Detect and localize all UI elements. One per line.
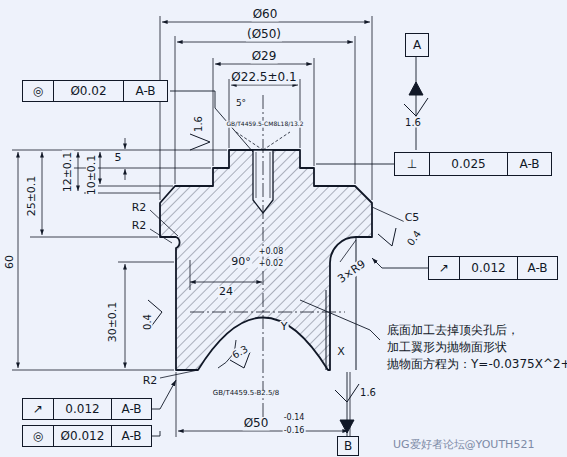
tolerance-symbol: ↗ (429, 257, 459, 279)
dimension-text: 5 (114, 152, 123, 164)
dimension-text: +0.08 (258, 248, 285, 257)
frame-text: A-B (111, 426, 151, 446)
tolerance-frame: ◎Ø0.012A-B (22, 425, 152, 447)
note-text: 底面加工去掉顶尖孔后， (386, 324, 520, 337)
tolerance-frame: ↗0.012A-B (22, 398, 152, 420)
frame-text: A-B (507, 153, 551, 175)
tolerance-frame: ↗0.012A-B (428, 256, 558, 280)
dimension-text: 1.6 (359, 387, 377, 398)
frame-text: B (338, 437, 358, 455)
part-body (160, 150, 372, 370)
dimension-text: 25±0.1 (26, 175, 38, 218)
dimension-text: 30±0.1 (107, 301, 119, 344)
dimension-lines (12, 16, 405, 437)
datum-box: A (405, 33, 429, 57)
dimension-text: Ø50 (243, 417, 270, 430)
dimension-text: R2 (131, 202, 148, 214)
dimension-text: -0.16 (283, 427, 306, 436)
dimension-text: X (336, 346, 346, 358)
watermark: UG爱好者论坛@YOUTH521 (392, 439, 535, 451)
dimension-text: 90° (230, 256, 252, 268)
datum-box: B (337, 436, 359, 456)
standard-reference: GB/T4459.5-B2.5/8 (212, 390, 280, 398)
frame-text: 0.012 (53, 399, 111, 419)
frame-text: A-B (123, 81, 167, 101)
note-text: 抛物面方程为：Y=-0.0375X^2+15 (386, 358, 567, 371)
frame-text: Ø0.02 (53, 81, 123, 101)
dimension-text: 10±0.1 (86, 154, 98, 197)
frame-text: A (406, 34, 428, 56)
frame-text: Ø0.012 (53, 426, 111, 446)
tolerance-symbol: ◎ (23, 81, 53, 101)
tolerance-symbol: ⊥ (395, 153, 429, 175)
frame-text: A-B (517, 257, 557, 279)
dimension-text: (Ø50) (246, 28, 282, 41)
tolerance-frame: ⊥0.025A-B (394, 152, 552, 176)
dimension-text: 1.6 (193, 115, 204, 133)
dimension-text: 60 (4, 254, 16, 270)
dimension-text: Ø22.5±0.1 (230, 71, 297, 84)
note-text: 加工翼形为抛物面形状 (386, 341, 508, 354)
tolerance-symbol: ↗ (23, 399, 53, 419)
standard-reference: GB/T4459.5-CM8L18/13.2 (225, 121, 304, 128)
frame-text: 0.025 (429, 153, 507, 175)
frame-text: A-B (111, 399, 151, 419)
dimension-text: Ø29 (251, 50, 278, 63)
dimension-text: 24 (218, 286, 234, 298)
dimension-text: -0.14 (283, 414, 306, 423)
dimension-text: 5° (235, 99, 247, 109)
frame-text: 0.012 (459, 257, 517, 279)
tolerance-frame: ◎Ø0.02A-B (22, 80, 168, 102)
dimension-text: 0.4 (142, 313, 153, 331)
dimension-text: Y (280, 321, 289, 333)
dimension-text: Ø60 (252, 8, 279, 21)
leader-lines (140, 57, 428, 436)
dimension-text: 12±0.1 (62, 151, 74, 194)
dimension-text: +0.02 (258, 260, 285, 269)
dimension-text: C5 (404, 212, 421, 224)
tolerance-symbol: ◎ (23, 426, 53, 446)
dimension-text: R2 (131, 220, 148, 232)
dimension-text: 0.4 (404, 228, 423, 249)
dimension-text: 1.6 (404, 117, 422, 128)
dimension-text: R2 (142, 375, 159, 387)
datum-and-roughness-symbols (148, 82, 428, 433)
